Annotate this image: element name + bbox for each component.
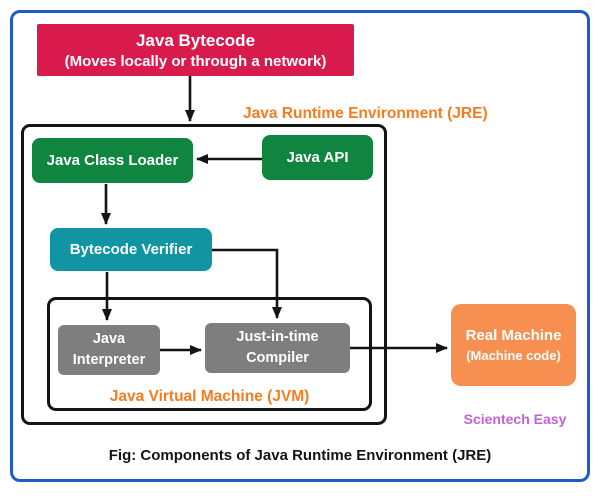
outer-frame-border	[10, 10, 590, 482]
java-class-loader-label: Java Class Loader	[46, 152, 179, 169]
real-machine-subtitle: (Machine code)	[466, 348, 561, 363]
jit-compiler-box: Just-in-time Compiler	[205, 323, 350, 373]
watermark-text: Scientech Easy	[463, 411, 567, 427]
java-bytecode-title: Java Bytecode	[135, 30, 256, 50]
java-interpreter-label-line1: Java	[92, 331, 126, 347]
real-machine-title: Real Machine	[465, 327, 562, 344]
java-api-label: Java API	[286, 149, 349, 166]
jvm-container-box	[47, 297, 372, 411]
jit-compiler-label-line2: Compiler	[246, 350, 309, 366]
java-class-loader-box: Java Class Loader	[32, 138, 193, 183]
jre-label: Java Runtime Environment (JRE)	[243, 105, 488, 122]
bytecode-verifier-label: Bytecode Verifier	[69, 241, 193, 258]
java-interpreter-box: Java Interpreter	[58, 325, 160, 375]
bytecode-verifier-box: Bytecode Verifier	[50, 228, 212, 271]
figure-caption: Fig: Components of Java Runtime Environm…	[108, 447, 492, 464]
real-machine-box: Real Machine (Machine code)	[451, 304, 576, 386]
jit-compiler-label-line1: Just-in-time	[236, 329, 319, 345]
java-interpreter-label-line2: Interpreter	[72, 352, 146, 368]
java-bytecode-subtitle: (Moves locally or through a network)	[64, 52, 327, 70]
java-api-box: Java API	[262, 135, 373, 180]
jvm-label: Java Virtual Machine (JVM)	[109, 388, 310, 405]
java-bytecode-box: Java Bytecode (Moves locally or through …	[37, 24, 354, 76]
jre-container-box	[21, 124, 387, 425]
